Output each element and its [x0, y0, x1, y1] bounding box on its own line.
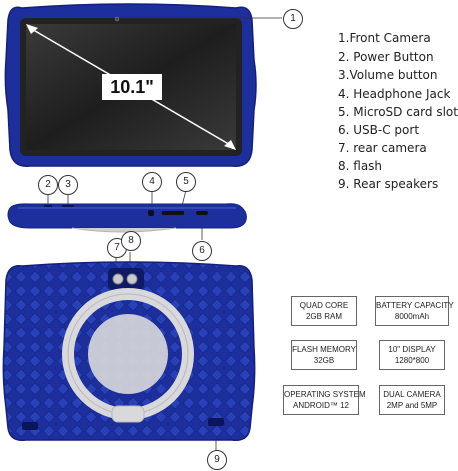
- spec-value: 2MP and 5MP: [386, 401, 438, 410]
- legend-item: 8. flash: [338, 159, 383, 173]
- callout-2: 2: [38, 175, 58, 195]
- usb-c-port: [196, 211, 208, 215]
- microsd-slot: [162, 211, 184, 215]
- callout-5: 5: [176, 172, 196, 192]
- callout-8: 8: [121, 231, 141, 251]
- spec-value: ANDROID™ 12: [292, 401, 349, 410]
- headphone-jack: [148, 210, 154, 216]
- spec-battery: BATTERY CAPACITY 8000mAh: [375, 296, 454, 326]
- tablet-front-view: [4, 3, 282, 167]
- callout-4: 4: [142, 172, 162, 192]
- side-case: [7, 203, 247, 229]
- legend-item: 3.Volume button: [338, 68, 438, 82]
- spec-value: 8000mAh: [394, 312, 430, 321]
- legend-item: 7. rear camera: [338, 141, 427, 155]
- front-camera-icon: [114, 16, 120, 22]
- spec-value: 32GB: [313, 356, 335, 365]
- spec-dual-camera: DUAL CAMERA 2MP and 5MP: [379, 385, 445, 415]
- legend-item: 6. USB-C port: [338, 123, 420, 137]
- rear-camera-icon: [112, 273, 124, 285]
- legend-item: 5. MicroSD card slot: [338, 105, 458, 119]
- legend-item: 9. Rear speakers: [338, 177, 439, 191]
- rear-speaker-left: [22, 422, 38, 430]
- callout-1: 1: [283, 9, 303, 29]
- spec-flash-memory: FLASH MEMORY 32GB: [291, 340, 357, 370]
- screen-size-label: 10.1": [102, 74, 162, 100]
- spec-title: OPERATING SYSTEM: [284, 390, 366, 399]
- legend-item: 2. Power Button: [338, 50, 434, 64]
- callout-3: 3: [58, 175, 78, 195]
- spec-value: 1280*800: [394, 356, 430, 365]
- legend-item: 1.Front Camera: [338, 31, 431, 45]
- spec-title: 10" DISPLAY: [388, 345, 436, 354]
- tablet-back-view: [2, 252, 256, 450]
- flash-icon: [126, 273, 138, 285]
- power-button: [44, 205, 52, 207]
- spec-display: 10" DISPLAY 1280*800: [379, 340, 445, 370]
- callout-6: 6: [192, 241, 212, 261]
- rear-speaker-right: [208, 418, 224, 426]
- volume-button: [62, 205, 74, 207]
- spec-value: 2GB RAM: [305, 312, 342, 321]
- spec-title: QUAD CORE: [299, 301, 349, 310]
- tablet-side-view: [7, 189, 247, 240]
- spec-title: FLASH MEMORY: [292, 345, 356, 354]
- legend-item: 4. Headphone Jack: [338, 87, 451, 101]
- spec-title: BATTERY CAPACITY: [376, 301, 454, 310]
- callout-9: 9: [207, 450, 227, 470]
- rear-camera-module: [108, 268, 144, 290]
- spec-title: DUAL CAMERA: [383, 390, 441, 399]
- spec-quad-core: QUAD CORE 2GB RAM: [291, 296, 357, 326]
- spec-operating-system: OPERATING SYSTEM ANDROID™ 12: [283, 385, 366, 415]
